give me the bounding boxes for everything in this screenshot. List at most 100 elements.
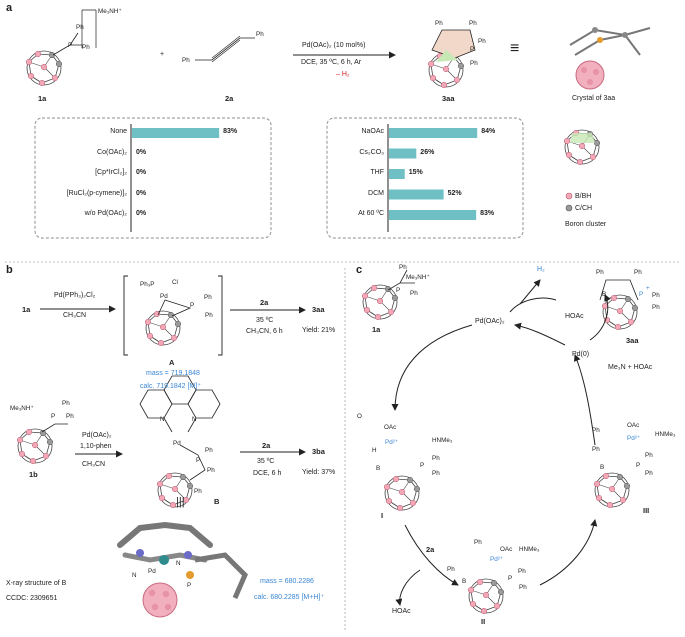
c-start-label: 1a <box>372 325 381 334</box>
left-category-label-3: [RuCl₂(p-cymene)]₂ <box>66 189 127 197</box>
b-row2-reagent3: CH₃CN <box>82 461 106 468</box>
complexB-calc: calc. 680.2285 [M+H]⁺ <box>254 594 325 601</box>
c-hoac-top: HOAc <box>565 313 584 320</box>
int2-label: II <box>481 617 486 626</box>
int2-ph2: Ph <box>519 584 527 591</box>
panel-letter-b: b <box>6 264 13 276</box>
right-value-label-2: 15% <box>408 169 423 176</box>
b-row2-step2-cond1: 35 ºC <box>257 458 275 465</box>
c-start-counterion: Me₃NH⁺ <box>406 274 430 281</box>
int2-ph-left: Ph <box>447 566 455 573</box>
xray-pd: Pd <box>148 568 156 575</box>
b-row2-reagent2: 1,10-phen <box>80 443 112 450</box>
legend-cch: C/CH <box>575 205 593 212</box>
carborane-cage-1b <box>16 428 54 465</box>
cycle-arrow-5 <box>514 322 566 346</box>
complexB-mass: mass = 680.2286 <box>260 578 314 585</box>
right-value-label-3: 52% <box>447 189 462 197</box>
int1-ph1: Ph <box>432 455 440 462</box>
c-product-label: 3aa <box>626 336 639 345</box>
complexB-label: B <box>214 497 220 506</box>
b-row2-ph2: Ph <box>66 413 74 420</box>
h2-branch <box>509 297 557 313</box>
right-category-label-0: NaOAc <box>361 128 384 135</box>
complexA-label: A <box>169 358 175 367</box>
product-ph-4: Ph <box>470 60 478 67</box>
complexB-ph2: Ph <box>207 467 215 474</box>
b-row1-yield: Yield: 21% <box>302 327 336 334</box>
b-row1-reagent2: CH₃CN <box>63 312 87 319</box>
b-row1-start: 1a <box>22 305 31 314</box>
bars-right <box>389 128 478 220</box>
b-row1-step2-reagent: 2a <box>260 298 269 307</box>
int3-label: III <box>643 506 650 515</box>
c-start-p: P <box>396 287 401 294</box>
int1-p: P <box>420 462 425 469</box>
cycle-arrow-4 <box>573 354 596 446</box>
product-ph-3: Ph <box>478 38 486 45</box>
product-ph-1: Ph <box>435 20 443 27</box>
right-category-label-4: At 60 ºC <box>358 210 384 217</box>
conditions-line2: DCE, 35 ºC, 6 h, Ar <box>301 59 362 66</box>
cycle-arrow-2 <box>404 524 459 586</box>
xray-structure-B-image <box>117 521 248 618</box>
complexB-n1: N <box>160 416 165 423</box>
b-row2-reagent1: Pd(OAc)₂ <box>82 432 112 439</box>
complexA-calc: calc. 719.1842 [M]⁺ <box>140 383 201 390</box>
c-product-ph4: Ph <box>652 304 660 311</box>
c-product-ph2: Ph <box>634 269 642 276</box>
int2-ph1: Ph <box>518 568 526 575</box>
int2-ph-top: Ph <box>474 539 482 546</box>
left-category-label-1: Co(OAc)₂ <box>97 148 127 156</box>
b-row2-step2-cond2: DCE, 6 h <box>253 470 282 477</box>
crystal-caption: Crystal of 3aa <box>572 95 616 102</box>
reactant2-label: 2a <box>225 94 234 103</box>
right-bar-0 <box>389 128 478 138</box>
carborane-cage-int-I <box>383 475 421 512</box>
carborane-cage-B <box>156 472 194 509</box>
right-category-label-3: DCM <box>368 189 384 197</box>
b-row1-step2-cond2: CH₃CN, 6 h <box>246 328 283 335</box>
complexA-pph3: Ph₃P <box>140 281 155 288</box>
int2-pd: Pd²⁺ <box>490 556 504 563</box>
left-value-label-2: 0% <box>136 169 147 176</box>
carborane-cage-int-II <box>467 578 505 615</box>
int2-p: P <box>508 575 513 582</box>
phenanthroline-ligand <box>139 375 221 433</box>
left-value-label-4: 0% <box>136 210 147 217</box>
left-category-label-2: [Cp*IrCl₂]₂ <box>95 169 127 176</box>
left-value-label-1: 0% <box>136 148 147 156</box>
boron-cluster-title: Boron cluster <box>565 221 607 228</box>
carborane-cage-int-III <box>593 472 631 509</box>
crystal-3aa-image <box>569 27 651 90</box>
complexB-n2: N <box>192 416 197 423</box>
complexA-ph1: Ph <box>204 294 212 301</box>
complexB-pd: Pd <box>173 440 181 447</box>
carborane-cage-A <box>144 310 182 347</box>
c-h2: H₂ <box>537 266 545 273</box>
b-row1-product: 3aa <box>312 305 325 314</box>
int1-b: B <box>376 465 381 472</box>
int2-b: B <box>462 578 467 585</box>
right-value-label-1: 26% <box>420 148 435 156</box>
product-p: P <box>470 46 475 53</box>
plus-sign: + <box>160 51 165 58</box>
complexB-ph3: Ph <box>194 488 202 495</box>
int3-oac: OAc <box>627 422 640 429</box>
right-bar-1 <box>389 148 417 159</box>
product-label: 3aa <box>442 94 455 103</box>
c-pd0: Pd(0) <box>572 351 590 358</box>
int1-oac: OAc <box>384 424 397 431</box>
right-value-label-0: 84% <box>481 128 496 135</box>
int2-cation: HNMe₃ <box>519 546 540 553</box>
right-bar-2 <box>389 169 405 179</box>
right-bar-4 <box>389 210 477 220</box>
c-product-ph1: Ph <box>596 269 604 276</box>
c-reagent-2a: 2a <box>426 545 435 554</box>
b-row2-product: 3ba <box>312 447 325 456</box>
left-bar-0 <box>132 128 220 138</box>
c-product-b: B <box>602 291 607 298</box>
xray-n1: N <box>132 572 137 579</box>
conditions-line1: Pd(OAc)₂ (10 mol%) <box>302 42 366 49</box>
